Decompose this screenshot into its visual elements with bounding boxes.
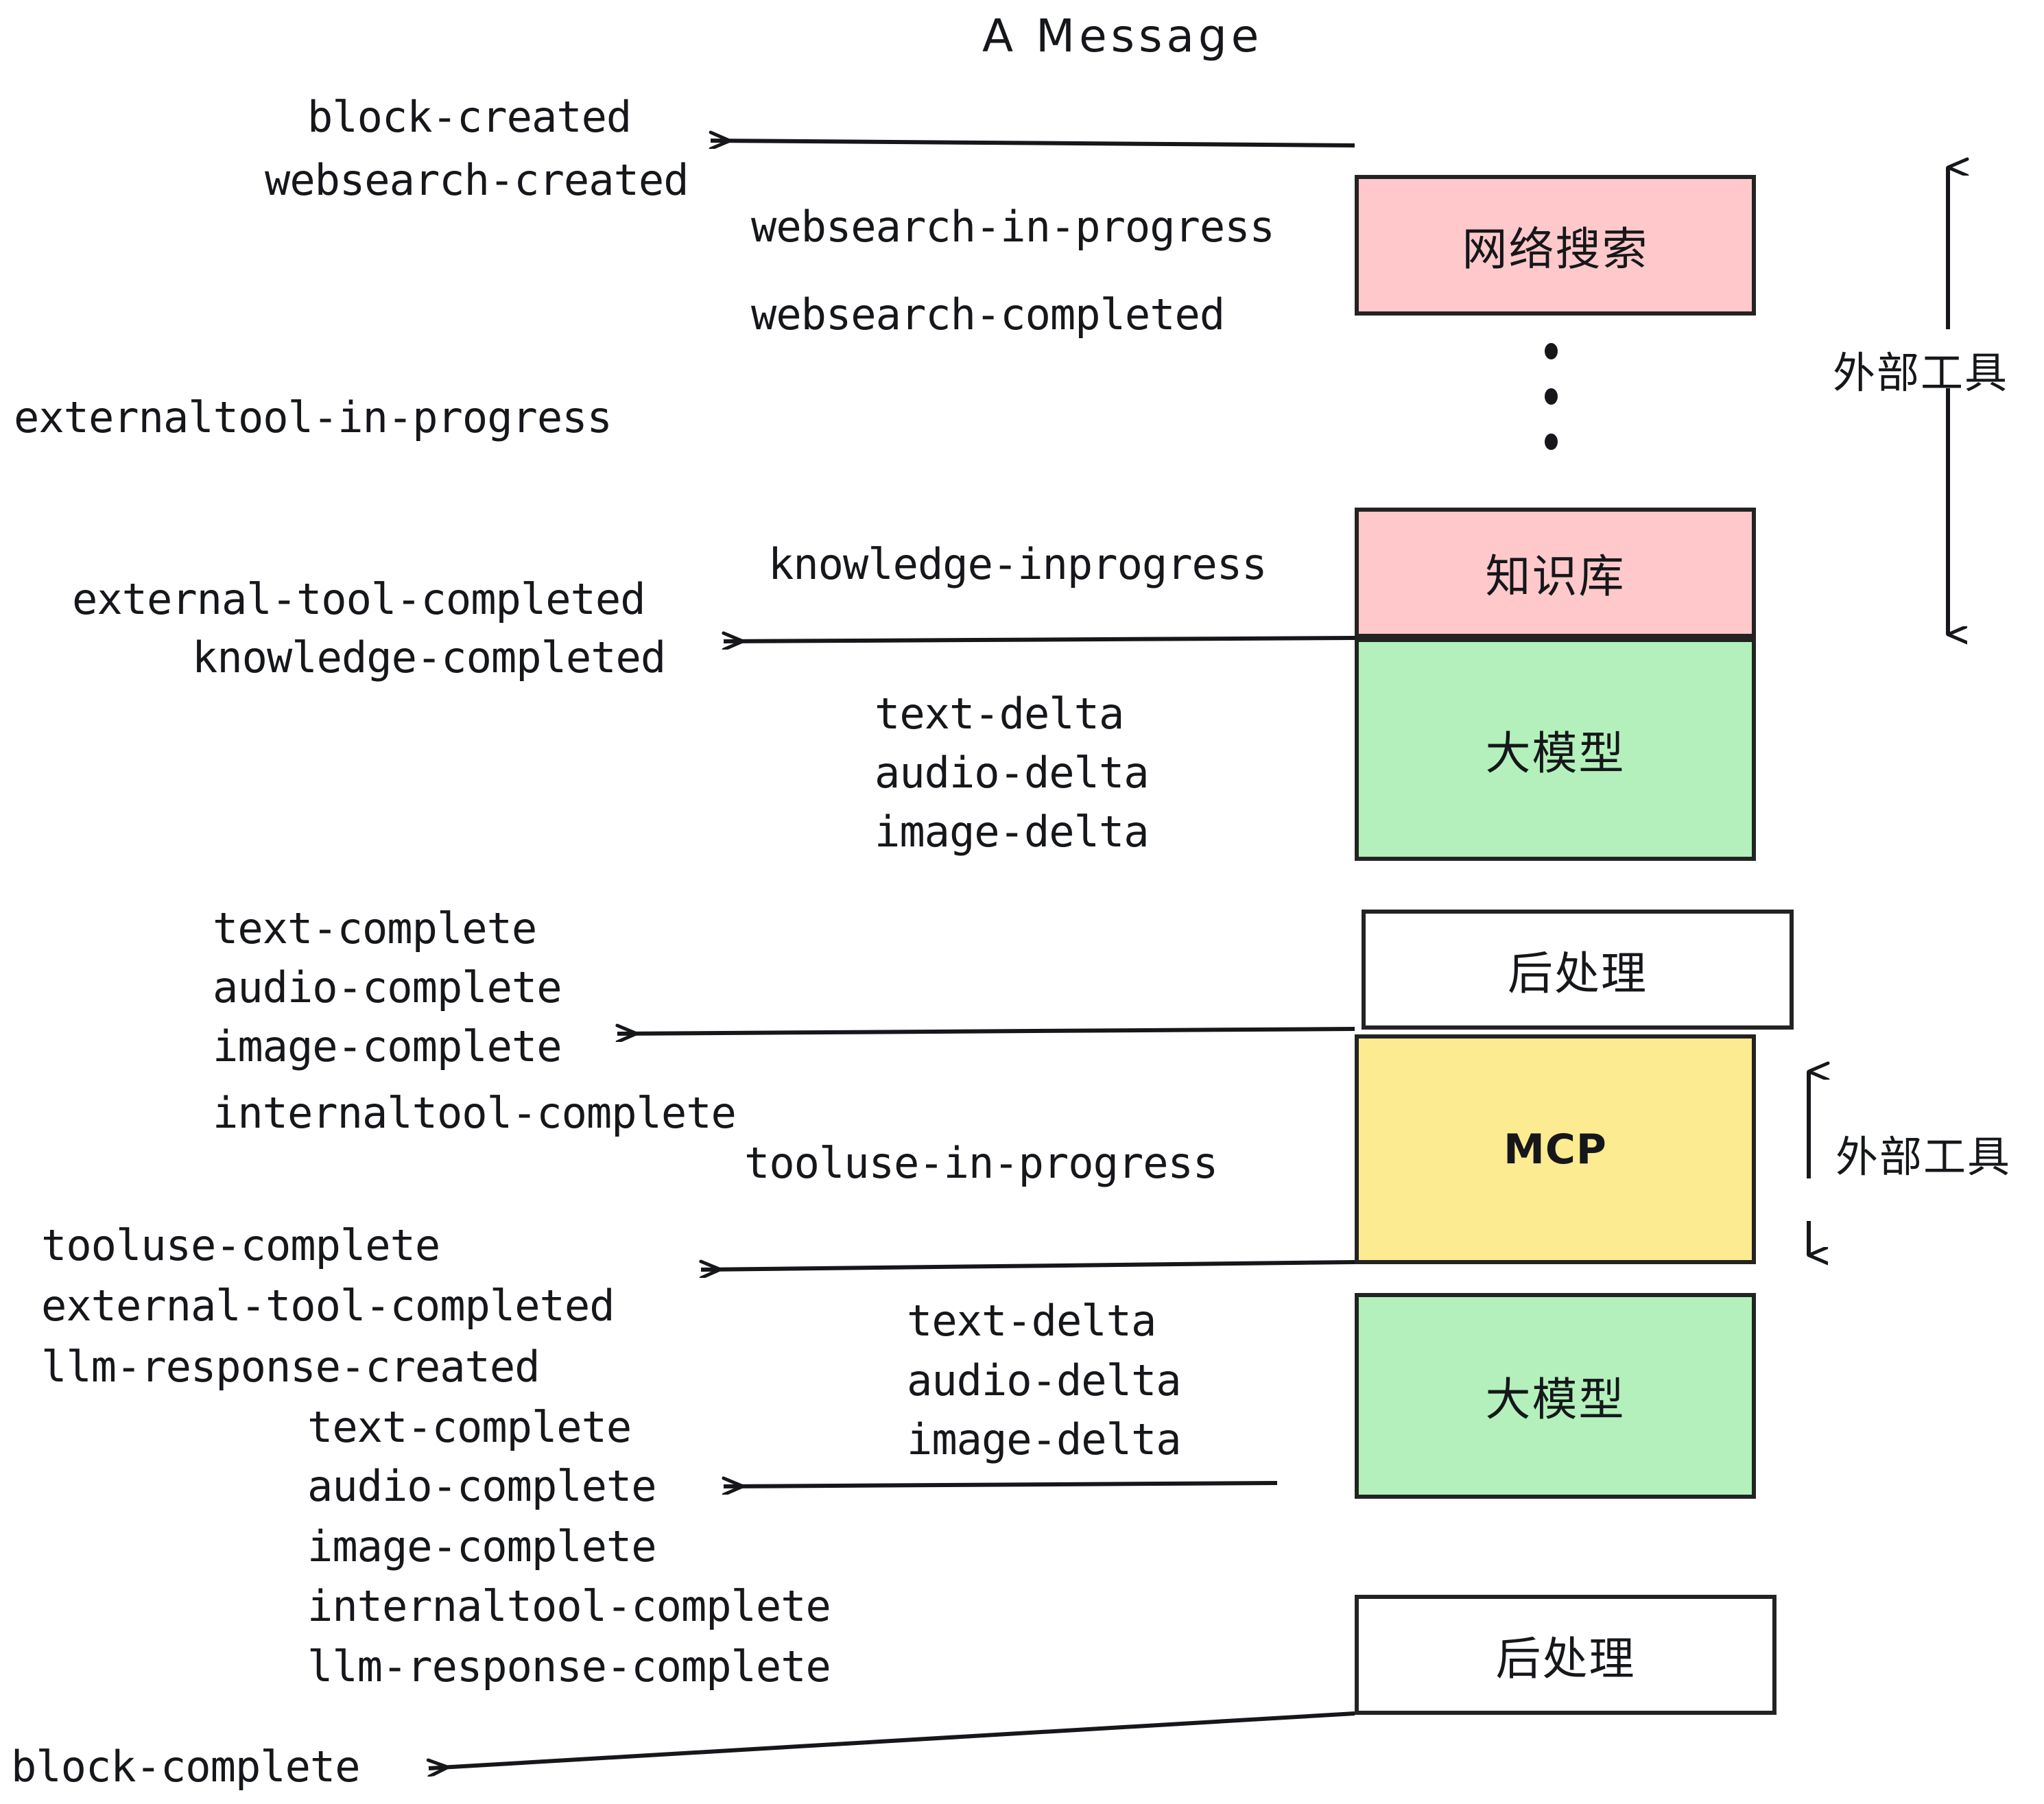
node-mcp-label: MCP <box>1504 1125 1607 1174</box>
node-websearch-label: 网络搜索 <box>1462 222 1649 276</box>
arrow-llm2-to-audiocomplete <box>724 1483 1278 1486</box>
arrow-postprocess2-to-blockcomplete <box>429 1711 1355 1768</box>
event-text-delta-1: text-delta <box>875 689 1124 739</box>
arrow-postprocess1-to-imagecomplete <box>617 1029 1355 1034</box>
arrow-knowledge-to-completed <box>724 638 1355 641</box>
node-postprocess-2[interactable]: 后处理 <box>1355 1595 1776 1715</box>
vertical-ellipsis-icon <box>1545 343 1558 479</box>
node-postprocess-1[interactable]: 后处理 <box>1362 910 1794 1030</box>
arrow-websearch-to-blockcreated <box>711 141 1355 145</box>
node-knowledge-base-label: 知识库 <box>1485 550 1626 603</box>
event-knowledge-completed: knowledge-completed <box>192 632 666 683</box>
event-internaltool-complete-2: internaltool-complete <box>307 1581 831 1631</box>
node-postprocess-1-label: 后处理 <box>1508 947 1648 1000</box>
node-llm-1[interactable]: 大模型 <box>1355 638 1756 861</box>
event-externaltool-in-progress: externaltool-in-progress <box>14 392 613 442</box>
event-audio-complete-2: audio-complete <box>307 1461 657 1511</box>
event-text-complete-2: text-complete <box>307 1402 632 1452</box>
node-mcp[interactable]: MCP <box>1355 1034 1756 1264</box>
event-websearch-created: websearch-created <box>265 155 689 205</box>
page-title: A Message <box>982 10 1263 62</box>
event-block-created: block-created <box>307 92 632 142</box>
event-text-complete-1: text-complete <box>213 903 537 953</box>
arrow-mcp-to-tooluse-complete <box>701 1262 1355 1270</box>
side-label-external-tools-top: 外部工具 <box>1833 348 2009 398</box>
event-internaltool-complete-1: internaltool-complete <box>213 1088 737 1138</box>
event-llm-response-created: llm-response-created <box>41 1342 540 1392</box>
event-audio-delta-1: audio-delta <box>875 748 1150 798</box>
event-image-delta-2: image-delta <box>907 1414 1182 1464</box>
event-websearch-in-progress: websearch-in-progress <box>751 202 1275 252</box>
node-llm-2-label: 大模型 <box>1485 1373 1626 1426</box>
event-image-complete-1: image-complete <box>213 1021 562 1071</box>
node-llm-2[interactable]: 大模型 <box>1355 1293 1756 1499</box>
side-label-external-tools-bottom: 外部工具 <box>1835 1132 2012 1182</box>
event-tooluse-complete: tooluse-complete <box>41 1220 440 1270</box>
node-knowledge-base[interactable]: 知识库 <box>1355 508 1756 638</box>
event-image-delta-1: image-delta <box>875 807 1150 857</box>
node-postprocess-2-label: 后处理 <box>1495 1632 1636 1685</box>
event-external-tool-completed-1: external-tool-completed <box>72 574 646 624</box>
event-text-delta-2: text-delta <box>907 1296 1156 1346</box>
event-llm-response-complete: llm-response-complete <box>307 1641 831 1692</box>
node-llm-1-label: 大模型 <box>1485 726 1626 780</box>
event-tooluse-in-progress: tooluse-in-progress <box>744 1138 1218 1188</box>
event-websearch-completed: websearch-completed <box>751 289 1225 340</box>
event-audio-delta-2: audio-delta <box>907 1355 1182 1405</box>
event-image-complete-2: image-complete <box>307 1521 657 1571</box>
event-external-tool-completed-2: external-tool-completed <box>41 1281 615 1331</box>
event-block-complete: block-complete <box>11 1742 361 1792</box>
node-websearch[interactable]: 网络搜索 <box>1355 175 1756 316</box>
event-audio-complete-1: audio-complete <box>213 962 562 1012</box>
event-knowledge-inprogress: knowledge-inprogress <box>768 539 1268 589</box>
